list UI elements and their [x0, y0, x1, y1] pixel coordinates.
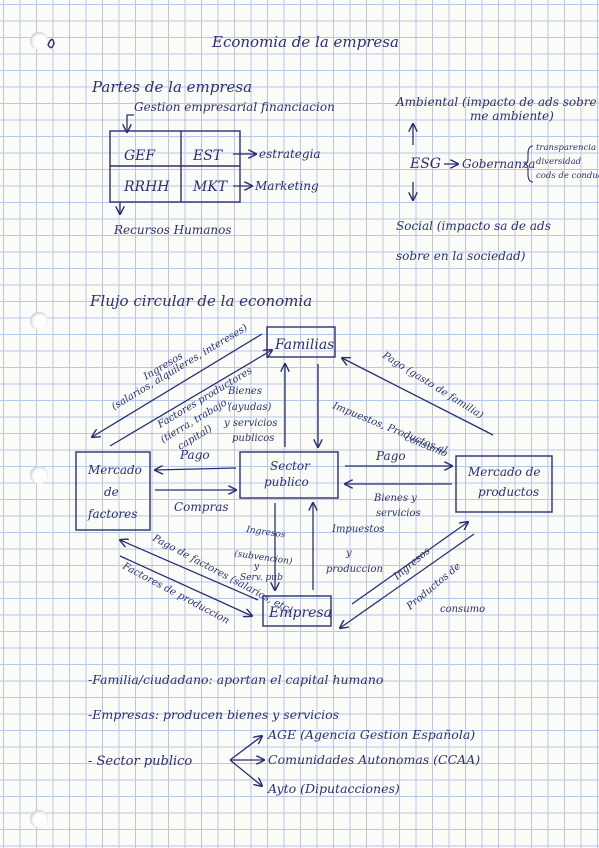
label-ingresos-detail: (salarios, alquileres, intereses) [110, 322, 250, 412]
label-pago: Pago [179, 448, 210, 462]
top-label: Gestion empresarial financiacion [134, 100, 335, 114]
note-sector: - Sector publico [88, 754, 192, 769]
node-empresa: Empresa [268, 605, 332, 621]
binder-hole [30, 32, 48, 50]
cell-gef: GEF [124, 148, 156, 164]
node-familias: Familias [274, 337, 334, 353]
sector-item-age: AGE (Agencia Gestion Española) [267, 727, 475, 742]
label-bienes: (ayudas) [228, 402, 271, 413]
bottom-label: Recursos Humanos [113, 223, 232, 237]
node-mercado-productos: Mercado de [467, 465, 541, 479]
node-mercado-factores-box [75, 451, 151, 531]
flow-arrows [92, 333, 494, 628]
label-bienes-servicios: servicios [376, 508, 421, 519]
gob-item: transparencia [536, 143, 596, 153]
top-arrow [127, 114, 134, 132]
node-mercado-factores: factores [87, 507, 137, 521]
esg-ambiental: Ambiental (impacto de ads sobre [395, 95, 597, 109]
label-bienes-servicios: Bienes y [373, 493, 417, 504]
marketing-label: Marketing [254, 179, 319, 193]
note-empresas: -Empresas: producen bienes y servicios [88, 707, 339, 722]
binder-hole [30, 810, 48, 828]
esg-gobernanza: Gobernanza [462, 157, 535, 171]
cell-mkt: MKT [192, 179, 229, 195]
esg-social-2: sobre en la sociedad) [396, 249, 526, 263]
gob-item: cods de conducta [536, 171, 599, 181]
label-impuestos-2: Impuestos [331, 524, 385, 535]
flow-heading: Flujo circular de la economia [89, 292, 312, 310]
esg-social: Social (impacto sa de ads [396, 219, 551, 233]
sector-item-ayto: Ayto (Diputacciones) [267, 781, 400, 796]
gob-brace [523, 145, 534, 183]
estrategia-label: estrategia [259, 147, 321, 161]
parts-table [109, 130, 241, 203]
note-familia: -Familia/ciudadano: aportan el capital h… [88, 672, 383, 687]
page-title: Economia de la empresa [211, 33, 399, 51]
esg-ambiental-2: me ambiente) [470, 109, 554, 123]
gob-item: diversidad [536, 157, 582, 167]
label-ingresos-subv: y [253, 562, 260, 572]
node-empresa-box [262, 595, 332, 627]
node-mercado-factores: de [104, 485, 119, 499]
label-compras: Compras [174, 500, 229, 514]
label-ingresos-subv: Ingresos [245, 525, 287, 541]
node-mercado-productos: productos [478, 485, 539, 499]
cell-rrhh: RRHH [123, 179, 170, 195]
label-ingresos-subv: (subvencion) [234, 548, 294, 567]
binder-hole [30, 466, 48, 484]
label-bienes: Bienes [227, 386, 262, 397]
label-bienes: publicos [232, 433, 274, 444]
node-mercado-factores: Mercado [87, 463, 142, 477]
margin-doodle [47, 38, 55, 49]
label-impuestos-2: produccion [326, 564, 383, 575]
cell-est: EST [192, 148, 224, 164]
label-bienes: y servicios [223, 418, 277, 429]
node-familias-box [266, 326, 336, 358]
esg-center: ESG [409, 156, 441, 172]
node-sector-box [239, 451, 339, 499]
parts-heading: Partes de la empresa [91, 78, 252, 96]
label-pago: Pago [375, 449, 406, 463]
label-impuestos-2: y [345, 548, 352, 559]
label-ingresos-subv: Serv. pub [240, 573, 283, 583]
node-mercado-productos-box [455, 455, 553, 513]
label-productos-consumo: consumo [440, 604, 485, 615]
sector-item-ccaa: Comunidades Autonomas (CCAA) [268, 752, 480, 767]
node-sector: publico [264, 475, 309, 489]
sector-branches [229, 736, 264, 786]
node-sector: Sector [270, 459, 311, 473]
binder-hole [30, 312, 48, 330]
